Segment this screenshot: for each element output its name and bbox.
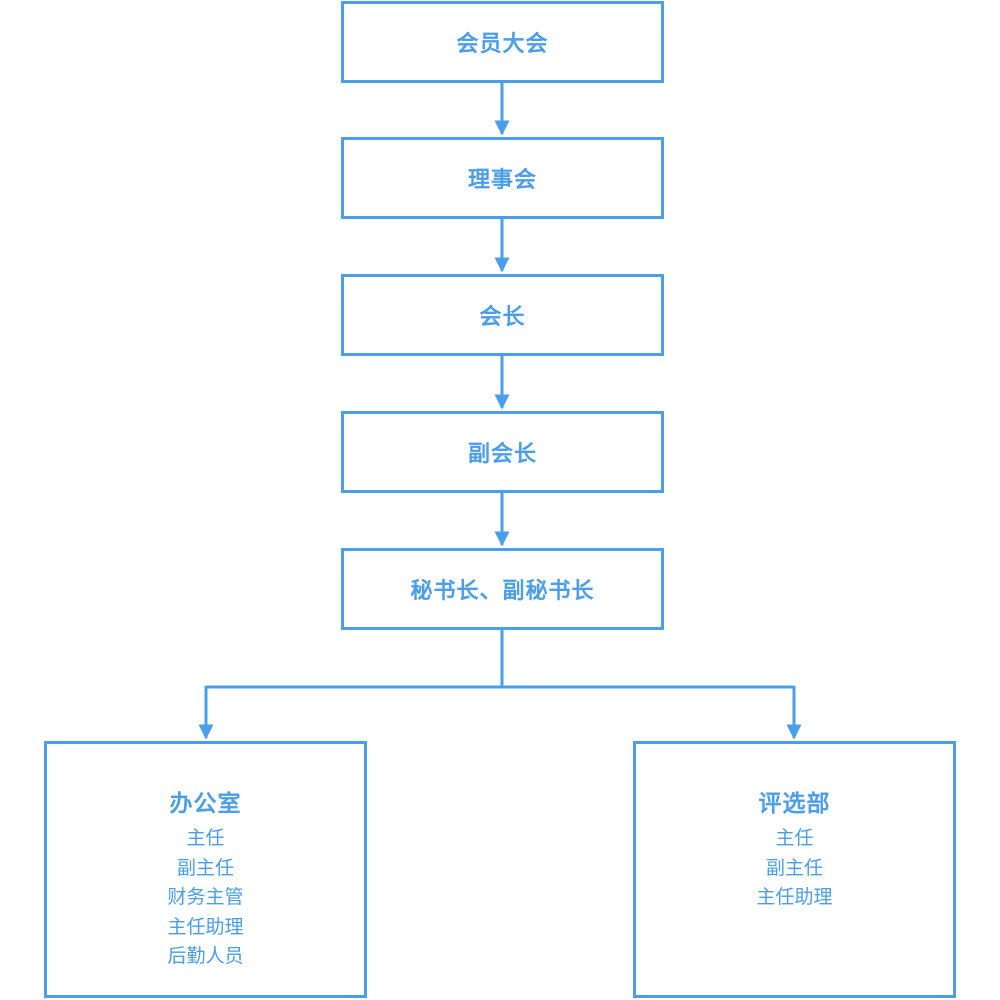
node-member-assembly: 会员大会 [341,1,664,83]
dept-member: 主任助理 [756,886,833,908]
dept-member: 主任 [186,827,225,849]
node-council: 理事会 [341,137,664,219]
node-president-label: 会长 [479,305,526,330]
node-member-assembly-label: 会员大会 [456,32,549,57]
dept-member: 主任助理 [167,915,244,938]
dept-office: 办公室 主任 副主任 财务主管 主任助理 后勤人员 [44,741,367,998]
dept-selection-title: 评选部 [758,791,831,817]
dept-member: 后勤人员 [167,945,244,967]
dept-selection: 评选部 主任 副主任 主任助理 [633,741,956,998]
node-secretary-general-label: 秘书长、副秘书长 [410,579,595,604]
node-council-label: 理事会 [467,168,537,193]
node-vice-president: 副会长 [341,411,664,493]
dept-member: 主任 [775,827,814,849]
dept-office-members: 主任 副主任 财务主管 主任助理 后勤人员 [167,824,243,972]
dept-member: 副主任 [176,856,234,879]
dept-selection-members: 主任 副主任 主任助理 [756,824,832,913]
node-vice-president-label: 副会长 [467,442,537,467]
dept-office-title: 办公室 [169,791,242,817]
node-secretary-general: 秘书长、副秘书长 [341,548,664,630]
dept-member: 财务主管 [167,886,244,908]
node-president: 会长 [341,274,664,356]
dept-member: 副主任 [765,856,823,879]
